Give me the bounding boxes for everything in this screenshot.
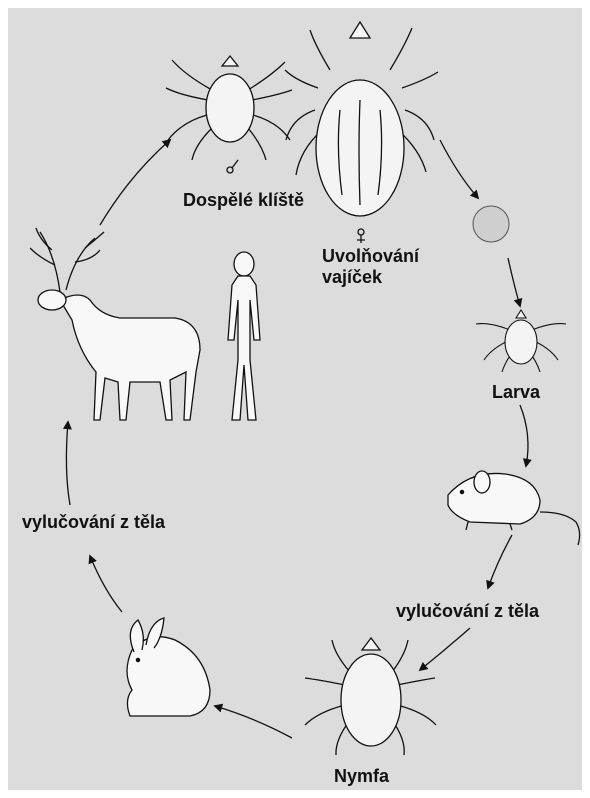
label-excretion-left: vylučování z těla [22, 512, 165, 533]
hare-icon [127, 618, 210, 716]
arrow-larva-to-mouse [520, 405, 528, 466]
egg-icon [473, 206, 509, 242]
label-excretion-right: vylučování z těla [396, 601, 539, 622]
female-tick-icon [285, 22, 438, 243]
label-egg-release-line1: Uvolňování [322, 246, 419, 267]
label-larva: Larva [492, 382, 540, 403]
arrow-excretion-to-deer [66, 422, 70, 505]
arrow-excretion-to-nymph [420, 628, 470, 670]
arrow-nymph-to-hare [215, 706, 292, 738]
arrow-egg-to-larva [508, 258, 520, 306]
mouse-icon [448, 471, 580, 545]
arrow-female-to-egg [440, 140, 478, 198]
label-adult-tick: Dospělé klíště [183, 190, 304, 211]
label-egg-release-line2: vajíček [322, 267, 382, 288]
larva-icon [476, 310, 566, 372]
male-tick-icon [166, 56, 292, 173]
arrow-mouse-to-excretion [488, 535, 512, 588]
nymph-icon [305, 638, 436, 755]
deer-icon [30, 228, 200, 420]
label-nymph: Nymfa [334, 766, 389, 787]
arrow-hare-to-excretion [90, 556, 122, 612]
human-icon [228, 252, 260, 420]
arrow-deer-to-adult [100, 140, 170, 225]
